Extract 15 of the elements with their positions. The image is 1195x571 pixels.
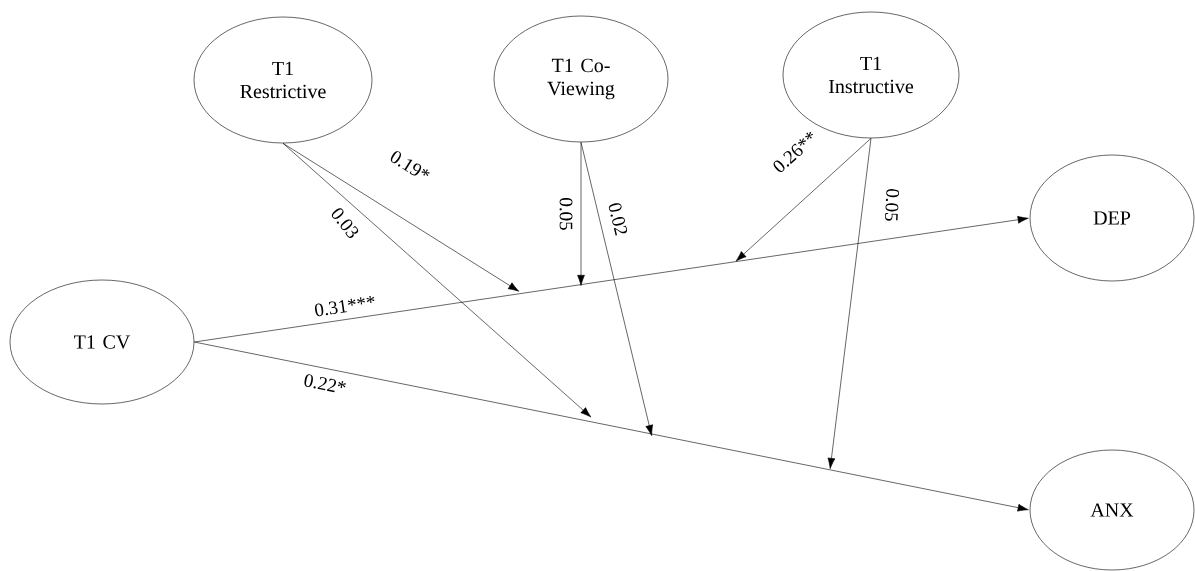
edge-label: 0.22* [304,374,346,393]
edge-label: 0.05 [559,198,573,230]
edge-label: 0.02 [608,203,628,236]
edge-label: 0.31*** [315,295,375,317]
arrow [735,138,872,262]
arrow [577,142,585,286]
arrow [194,341,1029,512]
arrow [827,138,872,469]
arrow [194,215,1029,343]
edge-label: 0.03 [331,208,359,239]
edge-label: 0.05 [885,189,900,221]
arrow [580,142,653,436]
arrow [282,143,520,292]
edge-label: 0.19* [390,151,430,177]
arrow [282,143,592,418]
